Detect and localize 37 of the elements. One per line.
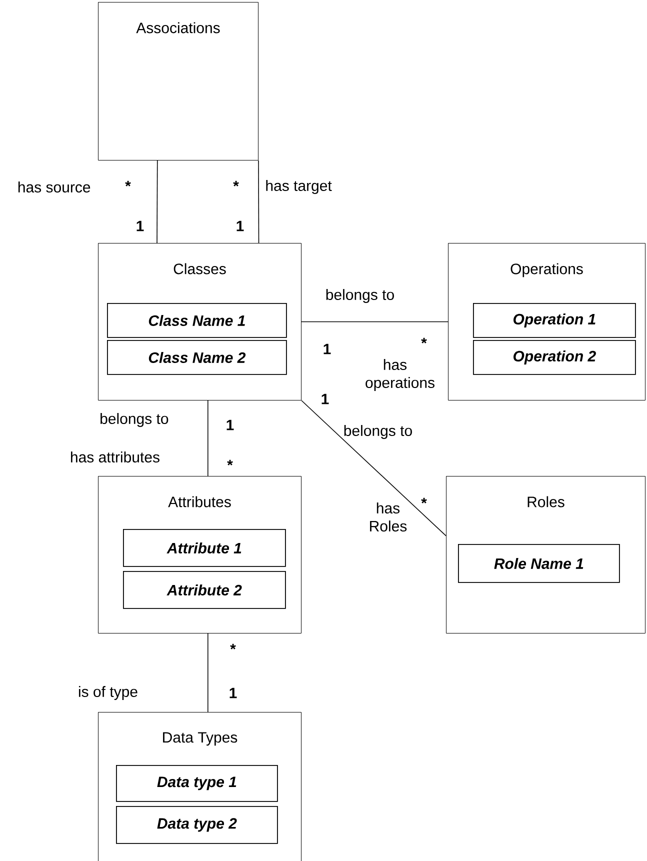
role-label: belongs to — [344, 425, 412, 439]
association-line — [301, 400, 446, 536]
role-label: has source — [18, 182, 90, 192]
multiplicity-label: * — [421, 498, 427, 504]
multiplicity-label: 1 — [236, 220, 244, 232]
item-box: Role Name 1 — [458, 544, 620, 583]
item-box: Operation 1 — [473, 303, 636, 338]
multiplicity-label: 1 — [322, 394, 329, 404]
item-box: Data type 1 — [116, 765, 278, 802]
item-box: Class Name 1 — [107, 303, 287, 338]
multiplicity-label: * — [125, 180, 131, 186]
role-label: belongs to — [100, 413, 168, 427]
multiplicity-label: * — [230, 644, 236, 650]
class-box: Associations — [98, 2, 258, 160]
multiplicity-label: 1 — [226, 420, 234, 430]
item-box: Attribute 2 — [123, 571, 286, 609]
multiplicity-label: * — [233, 180, 239, 186]
association-line — [301, 321, 448, 322]
association-line — [156, 160, 158, 244]
multiplicity-label: 1 — [230, 688, 237, 698]
role-label: has Roles — [370, 502, 407, 532]
role-label: is of type — [79, 686, 138, 700]
multiplicity-label: * — [421, 338, 427, 344]
role-label: belongs to — [326, 289, 394, 303]
role-label: has target — [266, 180, 332, 194]
item-box: Attribute 1 — [123, 529, 286, 567]
item-box: Operation 2 — [473, 340, 636, 375]
association-line — [207, 633, 208, 712]
role-label: has attributes — [71, 452, 160, 462]
item-box: Data type 2 — [116, 806, 278, 844]
multiplicity-label: * — [227, 460, 233, 466]
item-box: Class Name 2 — [107, 340, 287, 375]
role-label: has operations — [366, 359, 434, 391]
association-line — [207, 400, 208, 476]
multiplicity-label: 1 — [324, 344, 331, 354]
multiplicity-label: 1 — [136, 220, 144, 232]
association-line — [258, 160, 260, 244]
